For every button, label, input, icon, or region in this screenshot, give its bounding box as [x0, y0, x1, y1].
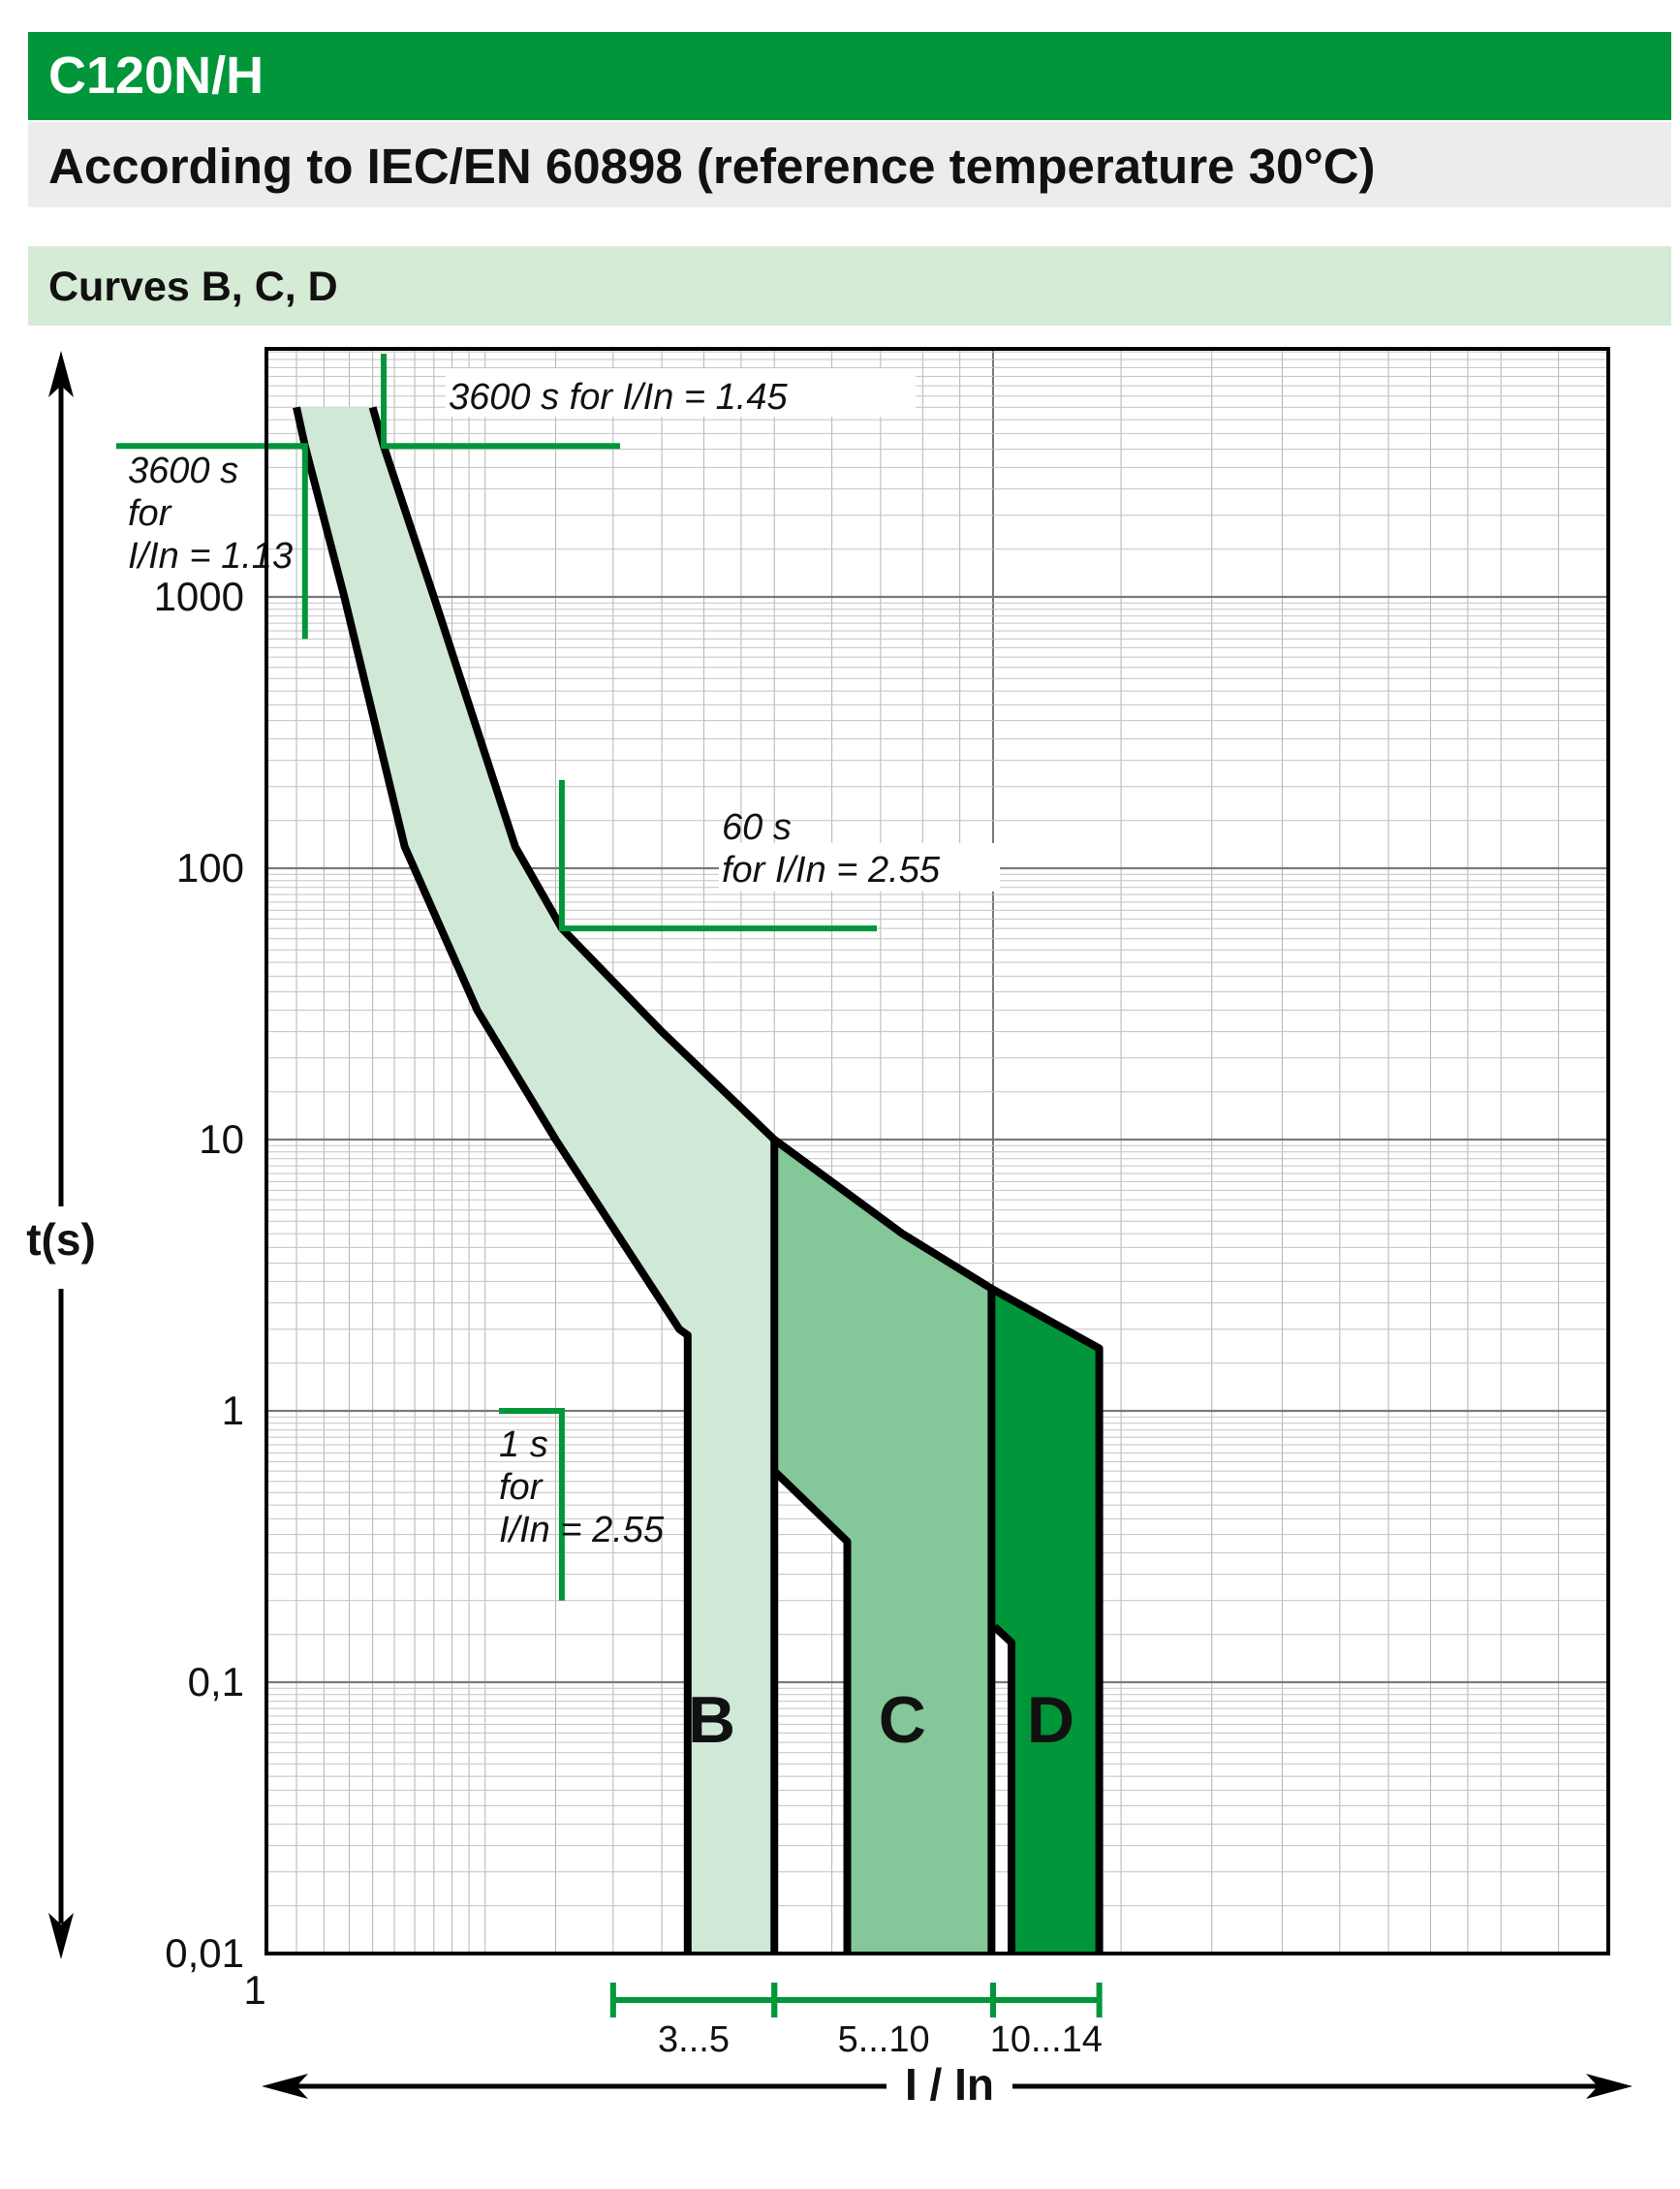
page-subtitle: According to IEC/EN 60898 (reference tem… — [28, 122, 1671, 207]
y-tick-label: 100 — [176, 845, 244, 891]
range-label: 3...5 — [658, 2019, 730, 2060]
annotation-bg-2 — [446, 368, 916, 417]
annotation-leader-4 — [499, 1408, 565, 1601]
curve-c-region — [774, 1140, 993, 1954]
curve-upper-limit — [368, 406, 1104, 1954]
annotation-leader-3 — [558, 780, 877, 932]
annotation-leader-2 — [381, 354, 620, 450]
annotation-60s-255: 60 s — [722, 807, 792, 848]
curve-c-lower-boundary — [771, 1468, 852, 1954]
plot-frame — [264, 347, 1610, 1955]
annotation-leader-1 — [116, 443, 308, 640]
section-heading: Curves B, C, D — [28, 246, 1671, 326]
annotation-3600s-145: 3600 s for I/In = 1.45 — [449, 377, 788, 418]
y-tick-label: 0,1 — [188, 1659, 244, 1704]
annotation-bg-3 — [719, 843, 1000, 891]
region-label-d: D — [1027, 1683, 1074, 1757]
annotation-1s-255: I/In = 2.55 — [499, 1510, 665, 1550]
y-tick-label: 10 — [199, 1116, 244, 1162]
y-axis-label: t(s) — [26, 1214, 96, 1265]
range-label: 10...14 — [990, 2019, 1103, 2060]
x-axis-label: I / In — [905, 2059, 994, 2110]
y-axis-arrowhead-down — [48, 1913, 74, 1959]
curve-regions — [296, 407, 1100, 1954]
curve-lines — [293, 406, 1104, 1954]
annotation-3600s-113: 3600 s — [128, 451, 238, 491]
x-axis-arrowhead-left — [262, 2074, 308, 2099]
y-tick-label: 0,01 — [165, 1930, 244, 1976]
region-label-c: C — [879, 1683, 926, 1757]
y-tick-label: 1 — [222, 1388, 244, 1433]
x-tick-label: 1 — [243, 1967, 265, 2013]
region-label-b: B — [688, 1683, 735, 1757]
curve-lower-limit — [293, 406, 692, 1954]
annotation-1s-255: 1 s — [499, 1424, 548, 1465]
y-tick-label: 1000 — [154, 574, 244, 619]
x-axis-arrowhead-right — [1586, 2074, 1633, 2099]
annotation-1s-255: for — [499, 1467, 544, 1508]
curve-d-lower-boundary — [991, 1623, 1015, 1954]
y-axis-arrowhead-up — [48, 351, 74, 397]
curve-b-region — [296, 407, 775, 1954]
annotation-60s-255: for I/In = 2.55 — [722, 850, 941, 891]
page-title: C120N/H — [28, 32, 1671, 120]
curve-d-region — [993, 1290, 1100, 1954]
range-label: 5...10 — [838, 2019, 930, 2060]
annotation-3600s-113: for — [128, 493, 172, 534]
